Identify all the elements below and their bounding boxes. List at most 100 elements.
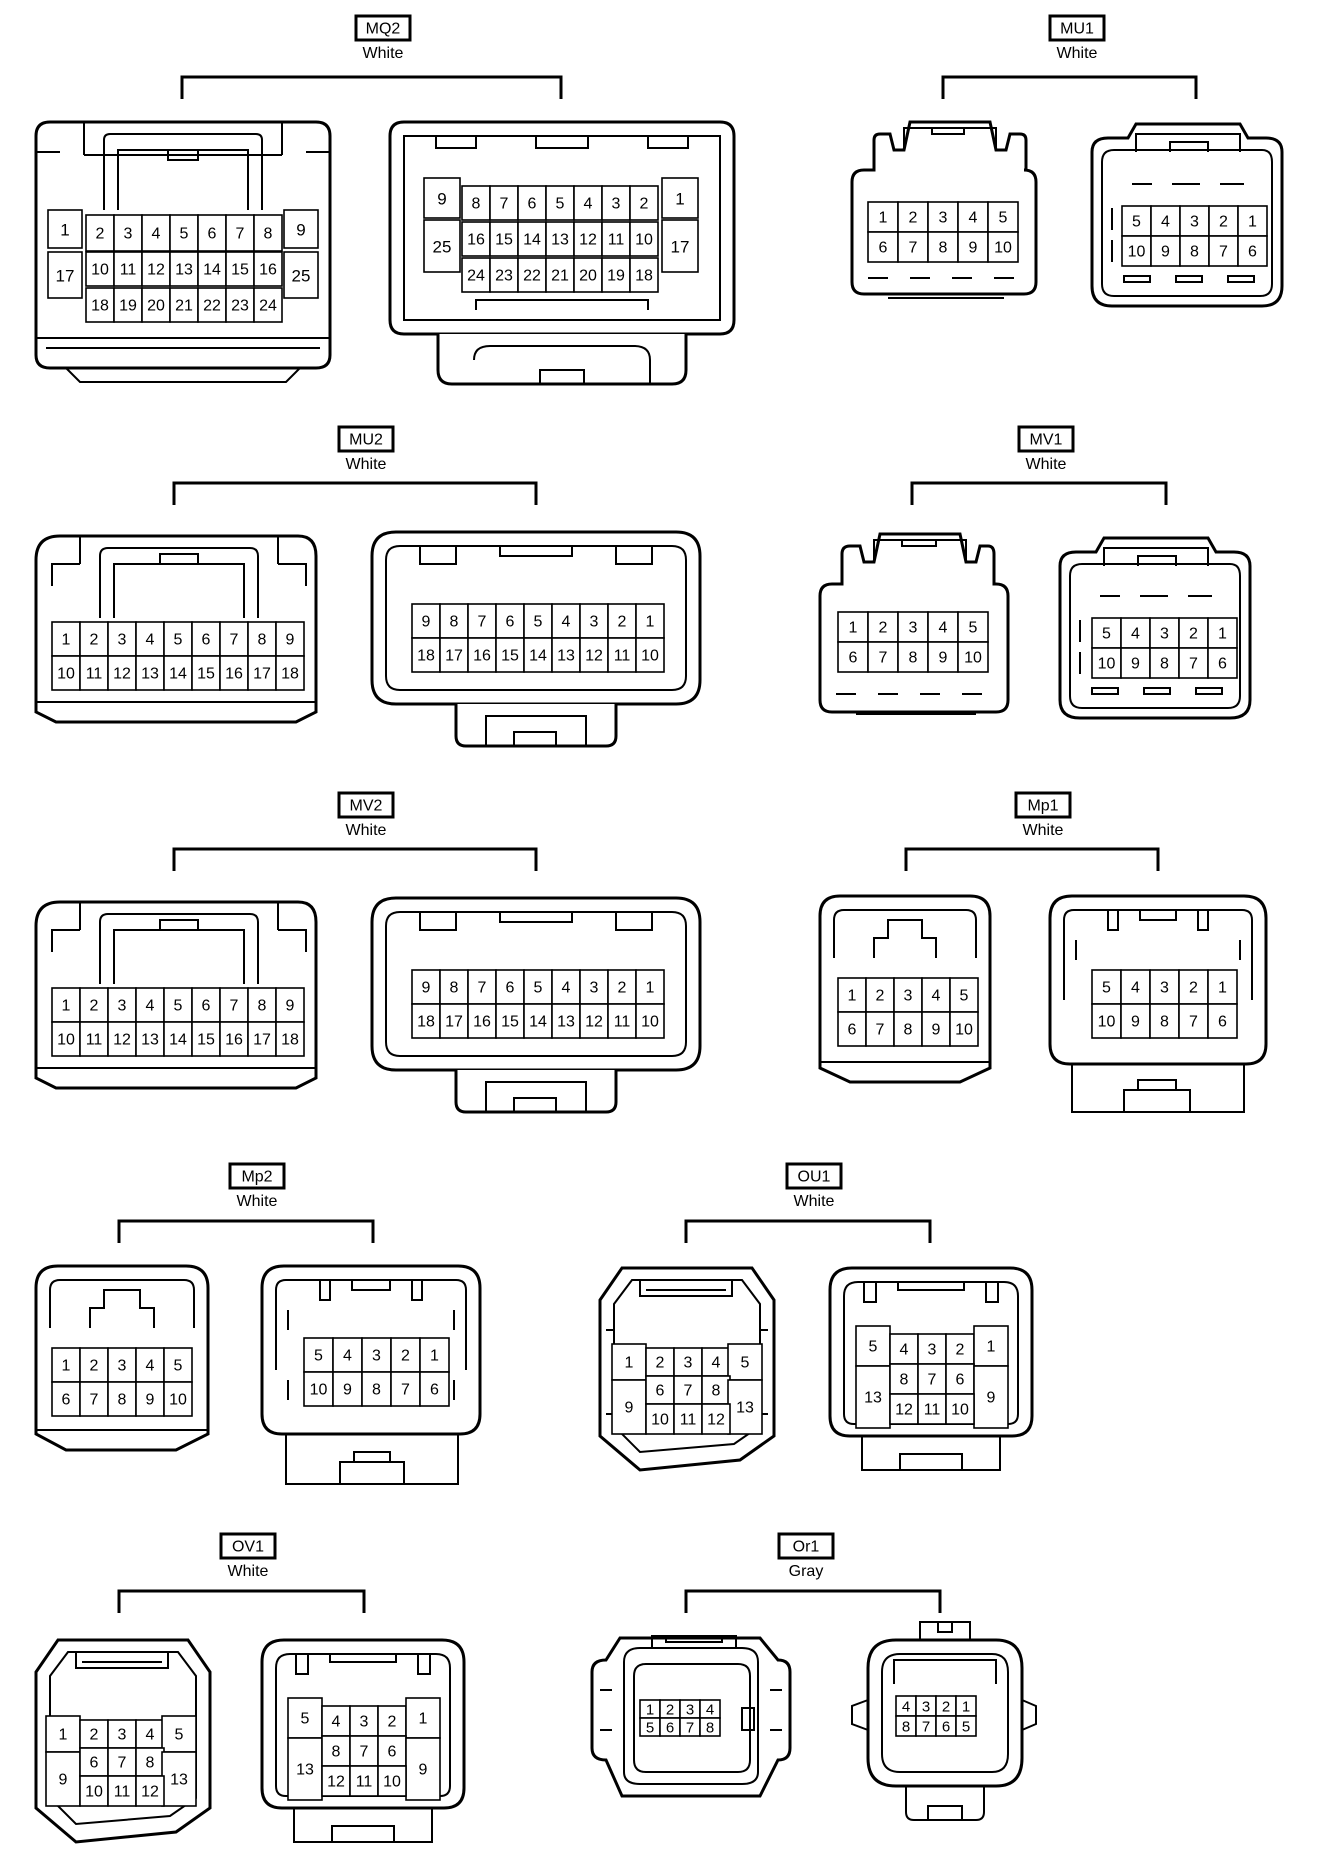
- housing-detail: [51, 536, 307, 586]
- pin-cavity: [897, 231, 929, 263]
- pin-cavity: [865, 1011, 895, 1047]
- pin-number: 8: [1190, 244, 1199, 261]
- housing-detail: [1103, 547, 1209, 566]
- pin-cavity: [361, 1337, 392, 1373]
- pin-number: 10: [85, 1784, 103, 1801]
- pin-cavity: [113, 251, 143, 287]
- pin-cavity: [1207, 1003, 1238, 1039]
- pin-cavity: [629, 221, 659, 257]
- housing-detail: [419, 912, 653, 931]
- pin-cavity: [197, 251, 227, 287]
- pin-number: 8: [258, 632, 267, 649]
- pin-cavity: [275, 655, 305, 691]
- pin-cavity: [1178, 1003, 1209, 1039]
- pin-number: 3: [118, 998, 127, 1015]
- pin-number: 9: [939, 650, 948, 667]
- pin-cavity: [889, 1393, 919, 1425]
- pin-cavity: [629, 257, 659, 293]
- pin-number: 18: [281, 1032, 299, 1049]
- housing-detail: [600, 1689, 782, 1731]
- pin-number: 9: [932, 1022, 941, 1039]
- pin-number: 9: [422, 980, 431, 997]
- connector-code-box: [337, 791, 395, 819]
- housing-detail: [436, 334, 688, 386]
- pin-number: 10: [641, 648, 659, 665]
- pin-cavity: [467, 1003, 497, 1039]
- pin-number: 5: [999, 210, 1008, 227]
- connector-code: MV2: [350, 798, 383, 815]
- pin-number: 4: [969, 210, 978, 227]
- pin-number: 4: [1131, 626, 1140, 643]
- pin-number: 17: [445, 1014, 463, 1031]
- pin-cavity: [1091, 1003, 1122, 1039]
- housing-detail: [1135, 133, 1241, 152]
- pin-number: 11: [120, 262, 137, 279]
- pin-cavity: [545, 185, 575, 221]
- pin-cavity: [283, 209, 319, 249]
- pin-number: 14: [203, 262, 221, 279]
- pin-number: 8: [118, 1392, 127, 1409]
- pin-cavity: [987, 201, 1019, 233]
- housing-detail: [419, 546, 653, 565]
- housing-detail: [861, 1436, 1001, 1471]
- pin-cavity: [113, 287, 143, 323]
- pin-number: 4: [1161, 214, 1170, 231]
- pin-number: 7: [922, 1719, 930, 1736]
- pin-number: 6: [202, 998, 211, 1015]
- pin-cavity: [495, 637, 525, 673]
- pin-number: 1: [430, 1348, 439, 1365]
- pin-cavity: [411, 603, 441, 639]
- pin-number: 1: [59, 1727, 68, 1744]
- pin-cavity: [1091, 617, 1122, 649]
- pin-number: 5: [1102, 626, 1111, 643]
- pin-number: 11: [608, 232, 625, 249]
- pin-number: 10: [951, 1402, 969, 1419]
- pin-cavity: [135, 1775, 165, 1807]
- pin-number: 22: [203, 298, 221, 315]
- pin-number: 15: [197, 666, 215, 683]
- housing-detail: [293, 1808, 433, 1843]
- pin-number: 7: [360, 1744, 369, 1761]
- pin-number: 2: [96, 226, 105, 243]
- pin-cavity: [635, 637, 665, 673]
- housing-detail: [623, 1647, 759, 1785]
- pin-number: 4: [562, 614, 571, 631]
- pin-cavity: [601, 257, 631, 293]
- pin-number: 16: [259, 262, 277, 279]
- housing-detail: [403, 135, 721, 321]
- housing-detail: [275, 1653, 451, 1797]
- pin-number: 2: [640, 196, 649, 213]
- pin-number: 11: [614, 1014, 631, 1031]
- pin-number: 4: [152, 226, 161, 243]
- connector-color: White: [363, 45, 404, 62]
- pin-cavity: [973, 1365, 1009, 1429]
- pin-number: 21: [175, 298, 193, 315]
- pin-number: 18: [417, 648, 435, 665]
- pin-number: 2: [90, 632, 99, 649]
- pin-cavity: [47, 209, 83, 249]
- housing-detail: [851, 1699, 1037, 1731]
- pin-number: 5: [741, 1355, 750, 1372]
- connector-color: White: [346, 456, 387, 473]
- pin-number: 5: [1132, 214, 1141, 231]
- pin-number: 8: [332, 1744, 341, 1761]
- pin-number: 6: [849, 650, 858, 667]
- pin-number: 12: [579, 232, 597, 249]
- pin-cavity: [163, 1381, 193, 1417]
- pin-number: 5: [174, 1358, 183, 1375]
- pin-cavity: [191, 987, 221, 1023]
- pin-number: 4: [343, 1348, 352, 1365]
- pin-number: 2: [1189, 626, 1198, 643]
- pin-number: 7: [909, 240, 918, 257]
- pin-number: 15: [197, 1032, 215, 1049]
- pin-cavity: [467, 603, 497, 639]
- pin-cavity: [107, 1021, 137, 1057]
- pin-cavity: [867, 611, 899, 643]
- pin-cavity: [349, 1765, 379, 1797]
- pin-number: 6: [956, 1372, 965, 1389]
- pin-number: 20: [579, 268, 597, 285]
- pin-number: 3: [1190, 214, 1199, 231]
- pin-number: 9: [422, 614, 431, 631]
- pin-number: 13: [141, 1032, 159, 1049]
- pin-number: 16: [225, 1032, 243, 1049]
